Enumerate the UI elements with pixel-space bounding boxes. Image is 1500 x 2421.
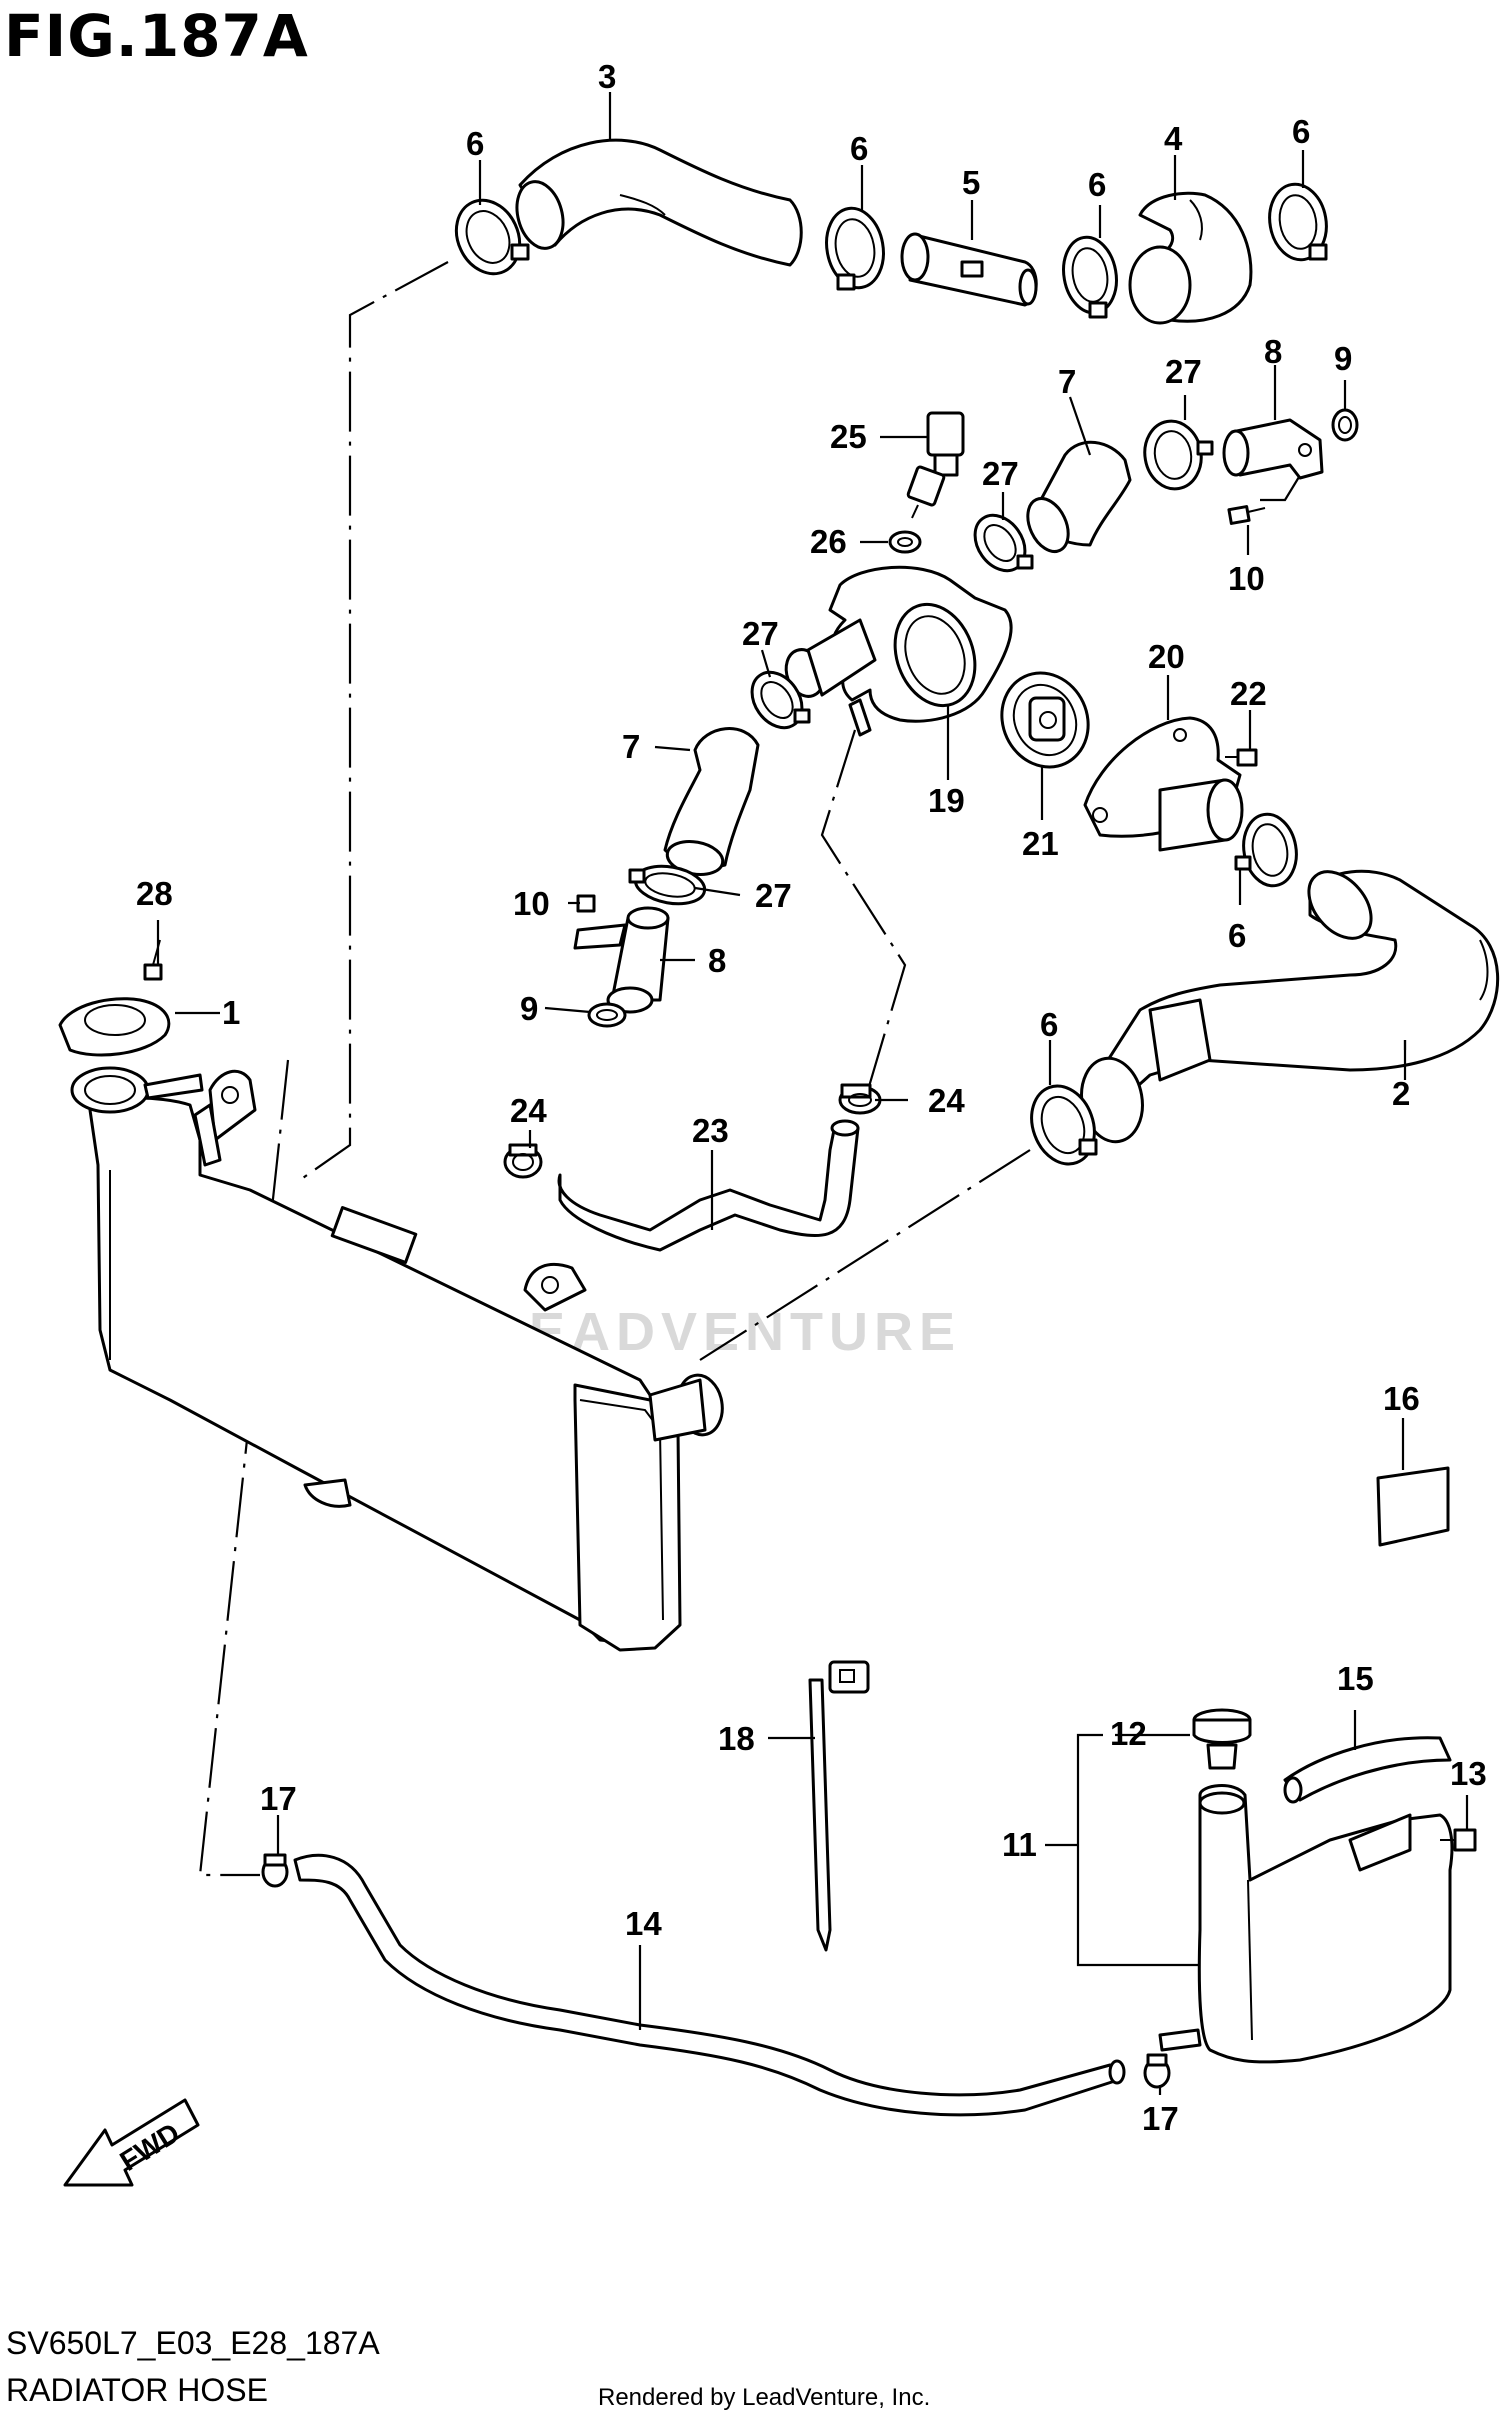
part-4-elbow-hose (1128, 191, 1253, 325)
callout-23: 23 (692, 1112, 729, 1149)
callout-2: 2 (1392, 1075, 1410, 1112)
part-19-housing (784, 565, 1013, 737)
part-13-bolt (1440, 1828, 1477, 1852)
callout-8: 8 (708, 942, 726, 979)
callout-6: 6 (1228, 917, 1246, 954)
callout-1: 1 (222, 994, 240, 1031)
part-12-cap (1192, 1708, 1252, 1770)
part-15-hose (1283, 1736, 1452, 1804)
callout-9: 9 (520, 990, 538, 1027)
callout-10: 10 (513, 885, 550, 922)
part-10-bolt-lower (576, 894, 596, 913)
callout-4: 4 (1164, 120, 1183, 157)
figure-title: FIG.187A (4, 2, 309, 70)
part-7-lower-hose (663, 727, 760, 876)
part-1-cap (58, 997, 171, 1057)
callout-27: 27 (755, 877, 792, 914)
part-16-label (1376, 1466, 1450, 1547)
callout-17: 17 (260, 1780, 297, 1817)
figure-code: SV650L7_E03_E28_187A (6, 2325, 380, 2361)
part-8-upper-fitting (1222, 418, 1324, 480)
clamp-6-c (1062, 235, 1118, 319)
part-8-lower-fitting (573, 906, 670, 1014)
callout-7: 7 (1058, 363, 1076, 400)
callout-6: 6 (1292, 113, 1310, 150)
leader-lines (156, 92, 1469, 2095)
callout-26: 26 (810, 523, 847, 560)
callout-8: 8 (1264, 333, 1282, 370)
callout-22: 22 (1230, 675, 1267, 712)
part-9-oring-lower (587, 1002, 627, 1028)
part-7-upper-hose (1026, 440, 1132, 553)
callout-16: 16 (1383, 1380, 1420, 1417)
part-28-screw (143, 939, 163, 981)
render-credit: Rendered by LeadVenture, Inc. (598, 2384, 931, 2411)
part-23-hose (557, 1119, 860, 1252)
clamp-27-a (973, 513, 1034, 573)
callout-labels: 3 6 6 5 6 4 6 7 27 8 9 10 25 26 27 27 19… (136, 58, 1487, 2137)
callout-20: 20 (1148, 638, 1185, 675)
clamp-24-a (503, 1143, 543, 1179)
callout-18: 18 (718, 1720, 755, 1757)
callout-3: 3 (598, 58, 616, 95)
radiator-filler-neck (70, 1066, 204, 1114)
part-26-washer (888, 530, 922, 554)
clamp-27-d (628, 864, 707, 906)
callout-14: 14 (625, 1905, 662, 1942)
callout-27: 27 (742, 615, 779, 652)
callout-10: 10 (1228, 560, 1265, 597)
callout-21: 21 (1022, 825, 1059, 862)
callout-28: 28 (136, 875, 173, 912)
callout-24: 24 (510, 1092, 547, 1129)
callout-6: 6 (850, 130, 868, 167)
clamp-17-a (261, 1853, 289, 1888)
callout-6: 6 (1088, 166, 1106, 203)
part-22-bolt (1225, 748, 1258, 767)
callout-12: 12 (1110, 1715, 1147, 1752)
callout-11: 11 (1002, 1826, 1037, 1863)
clamp-27-c (750, 670, 811, 730)
part-14-hose (293, 1853, 1126, 2117)
part-21-thermostat (1000, 671, 1090, 769)
clamp-24-b (838, 1083, 882, 1115)
part-9-oring-upper (1331, 408, 1359, 442)
callout-6: 6 (1040, 1006, 1058, 1043)
figure-name: RADIATOR HOSE (6, 2372, 268, 2408)
callout-13: 13 (1450, 1755, 1487, 1792)
callout-17: 17 (1142, 2100, 1179, 2137)
callout-24: 24 (928, 1082, 965, 1119)
callout-5: 5 (962, 164, 980, 201)
part-11-reservoir (1158, 1784, 1454, 2064)
callout-9: 9 (1334, 340, 1352, 377)
part-20-cover (1083, 716, 1244, 852)
callout-7: 7 (622, 728, 640, 765)
part-3-hose (515, 138, 803, 267)
clamp-6-b (825, 206, 885, 291)
fwd-arrow: FWD (63, 2098, 200, 2187)
part-10-bolt-upper (1227, 505, 1266, 525)
callout-27: 27 (982, 455, 1019, 492)
clamp-27-b (1143, 419, 1214, 491)
part-18-band (808, 1660, 870, 1952)
part-5-pipe (900, 232, 1038, 307)
callout-15: 15 (1337, 1660, 1374, 1697)
clamp-17-b (1143, 2053, 1171, 2089)
callout-25: 25 (830, 418, 867, 455)
part-2-hose (1058, 869, 1500, 1144)
clamp-6-d (1268, 182, 1328, 262)
part-25-sensor (906, 411, 965, 519)
clamp-6-a (454, 198, 530, 276)
clamp-6-f (1030, 1084, 1098, 1166)
callout-19: 19 (928, 782, 965, 819)
radiator (88, 1069, 724, 1652)
callout-27: 27 (1165, 353, 1202, 390)
clamp-6-e (1234, 812, 1298, 888)
callout-6: 6 (466, 125, 484, 162)
